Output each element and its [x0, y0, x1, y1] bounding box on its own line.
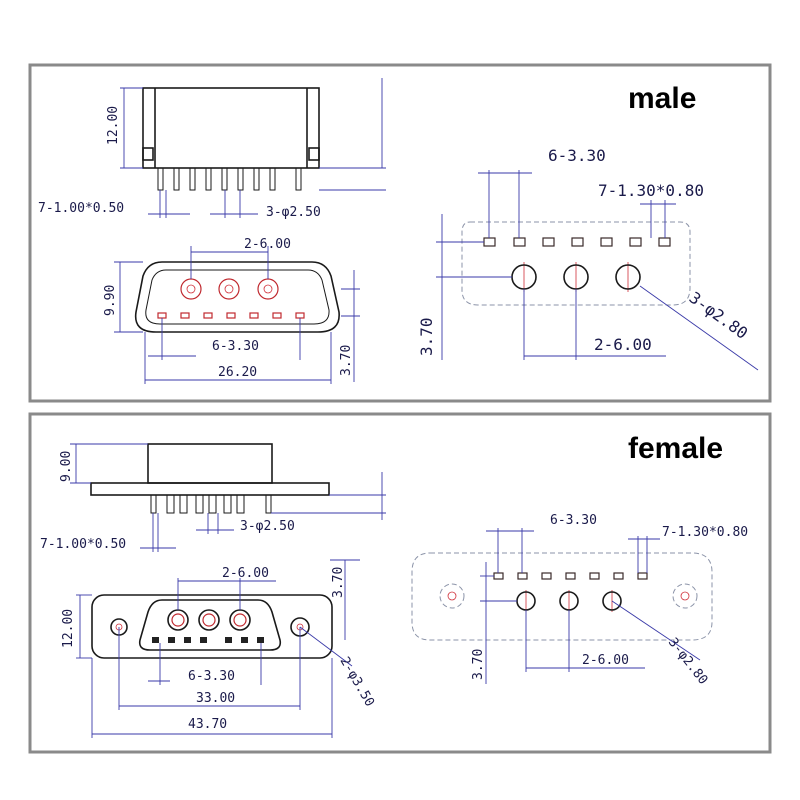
- male-side-height: 12.00: [106, 106, 121, 145]
- female-front-height: 12.00: [61, 609, 76, 648]
- female-front-width: 43.70: [188, 717, 227, 732]
- male-pcb-offset: 3.70: [417, 317, 436, 356]
- male-pcb-holes: [511, 262, 641, 292]
- female-pcb-slots: [493, 572, 648, 580]
- female-side-view: 9.00 7-1.00*0.50 3-φ2.50: [40, 443, 386, 552]
- male-side-view: 12.00 7-1.00*0.50 3-φ2.50: [38, 78, 386, 220]
- male-pcb-slot: 7-1.30*0.80: [598, 181, 704, 200]
- female-side-height: 9.00: [59, 451, 74, 482]
- female-front-signal-pins: [152, 637, 264, 643]
- male-front-contacts: [180, 278, 279, 300]
- male-pcb-footprint: 6-3.30 7-1.30*0.80 3.70 2-6.00 3-φ2.80: [417, 146, 759, 371]
- male-heading: male: [628, 82, 696, 115]
- male-front-height: 9.90: [103, 285, 118, 316]
- male-front-offset: 3.70: [339, 345, 354, 376]
- female-side-pin-size: 7-1.00*0.50: [40, 537, 126, 552]
- male-panel: male 12.00: [28, 63, 772, 403]
- female-front-pitch: 6-3.30: [188, 669, 235, 684]
- female-front-spacing: 2-6.00: [222, 566, 269, 581]
- female-pcb-holes: [516, 590, 622, 612]
- female-side-hole: 3-φ2.50: [240, 519, 295, 534]
- male-pcb-spacing: 2-6.00: [594, 335, 652, 354]
- female-front-mount-spacing: 33.00: [196, 691, 235, 706]
- female-pcb-footprint: 6-3.30 7-1.30*0.80 3.70 2-6.00 3-φ2.80: [411, 513, 748, 688]
- male-side-hole: 3-φ2.50: [266, 205, 321, 220]
- male-front-spacing: 2-6.00: [244, 237, 291, 252]
- female-heading: female: [628, 432, 723, 465]
- female-panel-frame: [28, 412, 772, 754]
- female-pcb-spacing: 2-6.00: [582, 653, 629, 668]
- female-panel: female 9.00 7-1.00*0.50: [28, 412, 772, 754]
- male-panel-frame: [28, 63, 772, 403]
- male-front-signal-pins: [157, 312, 305, 319]
- male-pcb-pitch: 6-3.30: [548, 146, 606, 165]
- female-front-mount-hole: 2-φ3.50: [337, 655, 377, 710]
- female-front-contacts: [167, 609, 251, 631]
- female-front-offset: 3.70: [331, 567, 346, 598]
- female-pcb-slot: 7-1.30*0.80: [662, 525, 748, 540]
- female-pcb-hole: 3-φ2.80: [665, 635, 711, 687]
- male-front-width: 26.20: [218, 365, 257, 380]
- male-front-view: 2-6.00 9.90 6-3.30 3.70 26.20: [103, 237, 360, 384]
- male-side-pin-size: 7-1.00*0.50: [38, 201, 124, 216]
- male-front-pitch: 6-3.30: [212, 339, 259, 354]
- female-front-view: 2-6.00 12.00 3.70 6-3.30 33.00 43.70 2-φ…: [61, 559, 377, 738]
- male-pcb-hole: 3-φ2.80: [686, 288, 752, 343]
- male-pcb-slots: [483, 237, 671, 247]
- female-pcb-offset: 3.70: [471, 649, 486, 680]
- female-pcb-pitch: 6-3.30: [550, 513, 597, 528]
